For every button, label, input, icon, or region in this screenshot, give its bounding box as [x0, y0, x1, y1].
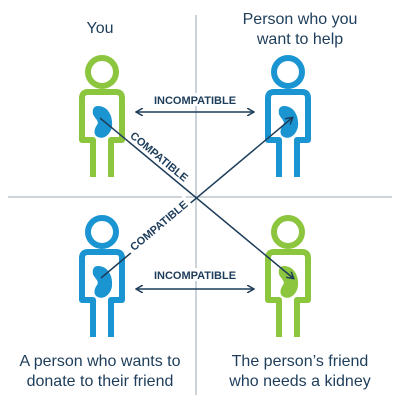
caption-other-donor-line-2: donate to their friend: [26, 373, 174, 390]
person-to-help-icon: [265, 55, 311, 177]
person-you-icon: [79, 55, 125, 177]
compatible-label-up: COMPATIBLE: [124, 195, 194, 256]
kidney-icon: [278, 266, 299, 298]
caption-friend-needing-kidney-line-2: who needs a kidney: [229, 373, 371, 390]
caption-other-donor-line-1: A person who wants to: [19, 353, 181, 370]
compatible-label-down: COMPATIBLE: [124, 126, 194, 187]
caption-you-line-1: You: [86, 20, 114, 37]
friend-needing-kidney-icon: [265, 215, 311, 337]
caption-friend-needing-kidney-line-1: The person’s friend: [231, 353, 369, 370]
svg-text:INCOMPATIBLE: INCOMPATIBLE: [154, 270, 236, 282]
top-incompatible-label: INCOMPATIBLE: [146, 93, 244, 107]
kidney-icon: [92, 106, 113, 138]
other-donor-icon: [79, 215, 125, 337]
caption-friend-needing-kidney: The person’s friend who needs a kidney: [200, 352, 400, 392]
caption-other-donor: A person who wants to donate to their fr…: [0, 352, 200, 392]
caption-person-to-help: Person who you want to help: [200, 10, 400, 50]
caption-person-to-help-line-1: Person who you: [242, 11, 358, 28]
caption-person-to-help-line-2: want to help: [256, 31, 344, 48]
caption-you: You: [60, 19, 140, 39]
svg-text:COMPATIBLE: COMPATIBLE: [127, 130, 189, 185]
bottom-incompatible-label: INCOMPATIBLE: [146, 268, 244, 282]
svg-text:INCOMPATIBLE: INCOMPATIBLE: [154, 95, 236, 107]
svg-text:COMPATIBLE: COMPATIBLE: [128, 199, 190, 254]
kidney-icon: [92, 266, 113, 298]
